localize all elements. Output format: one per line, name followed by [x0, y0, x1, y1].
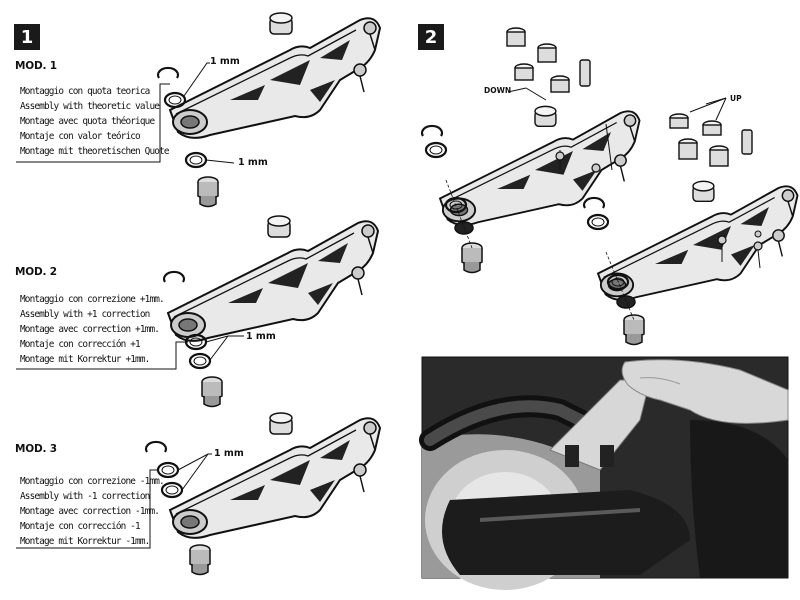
step-1-badge: 1 — [14, 24, 40, 50]
mod-2-line-de: Montage mit Korrektur +1mm. — [20, 354, 150, 365]
step-2-exploded-view-top — [420, 27, 641, 274]
mod-3-diagram — [16, 412, 381, 576]
mod-2-line-es: Montaje con corrección +1 — [20, 339, 141, 350]
step-2-badge: 2 — [418, 24, 444, 50]
mod-2-line-fr: Montage avec correction +1mm. — [20, 324, 160, 335]
mod-1-title: MOD. 1 — [15, 60, 57, 72]
step-2-exploded-view-bottom — [582, 97, 799, 346]
step-1-number: 1 — [20, 26, 34, 48]
mod-3-line-fr: Montage avec correction -1mm. — [20, 506, 160, 517]
mod-2-diagram — [16, 215, 379, 408]
mod-3-description: Montaggio con correzione -1mm. Assembly … — [20, 474, 165, 549]
mod-2-line-it: Montaggio con correzione +1mm. — [20, 294, 165, 305]
down-label: DOWN — [484, 86, 512, 95]
step-2-number: 2 — [424, 26, 438, 48]
mod-1-line-de: Montage mit theoretischen Quote — [20, 146, 169, 157]
mod-2-description: Montaggio con correzione +1mm. Assembly … — [20, 292, 165, 367]
mod-2-title: MOD. 2 — [15, 266, 57, 278]
mod-1-line-es: Montaje con valor teórico — [20, 131, 141, 142]
up-label: UP — [730, 94, 742, 103]
mod-3-title: MOD. 3 — [15, 443, 57, 455]
mod-1-line-en: Assembly with theoretic value — [20, 101, 160, 112]
mod-3-callout: 1 mm — [214, 448, 244, 459]
mod-3-line-es: Montaje con corrección -1 — [20, 521, 141, 532]
mod-1-line-it: Montaggio con quota teorica — [20, 86, 150, 97]
mod-1-description: Montaggio con quota teorica Assembly wit… — [20, 84, 169, 159]
mod-1-callout-top: 1 mm — [210, 56, 240, 67]
mod-2-line-en: Assembly with +1 correction — [20, 309, 150, 320]
mod-1-line-fr: Montage avec quota théorique — [20, 116, 155, 127]
mod-3-line-en: Assembly with -1 correction — [20, 491, 150, 502]
installation-photo — [419, 356, 789, 590]
mod-1-diagram — [16, 12, 381, 208]
mod-2-callout: 1 mm — [246, 331, 276, 342]
mod-3-line-it: Montaggio con correzione -1mm. — [20, 476, 165, 487]
mod-3-line-de: Montage mit Korrektur -1mm. — [20, 536, 150, 547]
mod-1-callout-bottom: 1 mm — [238, 157, 268, 168]
